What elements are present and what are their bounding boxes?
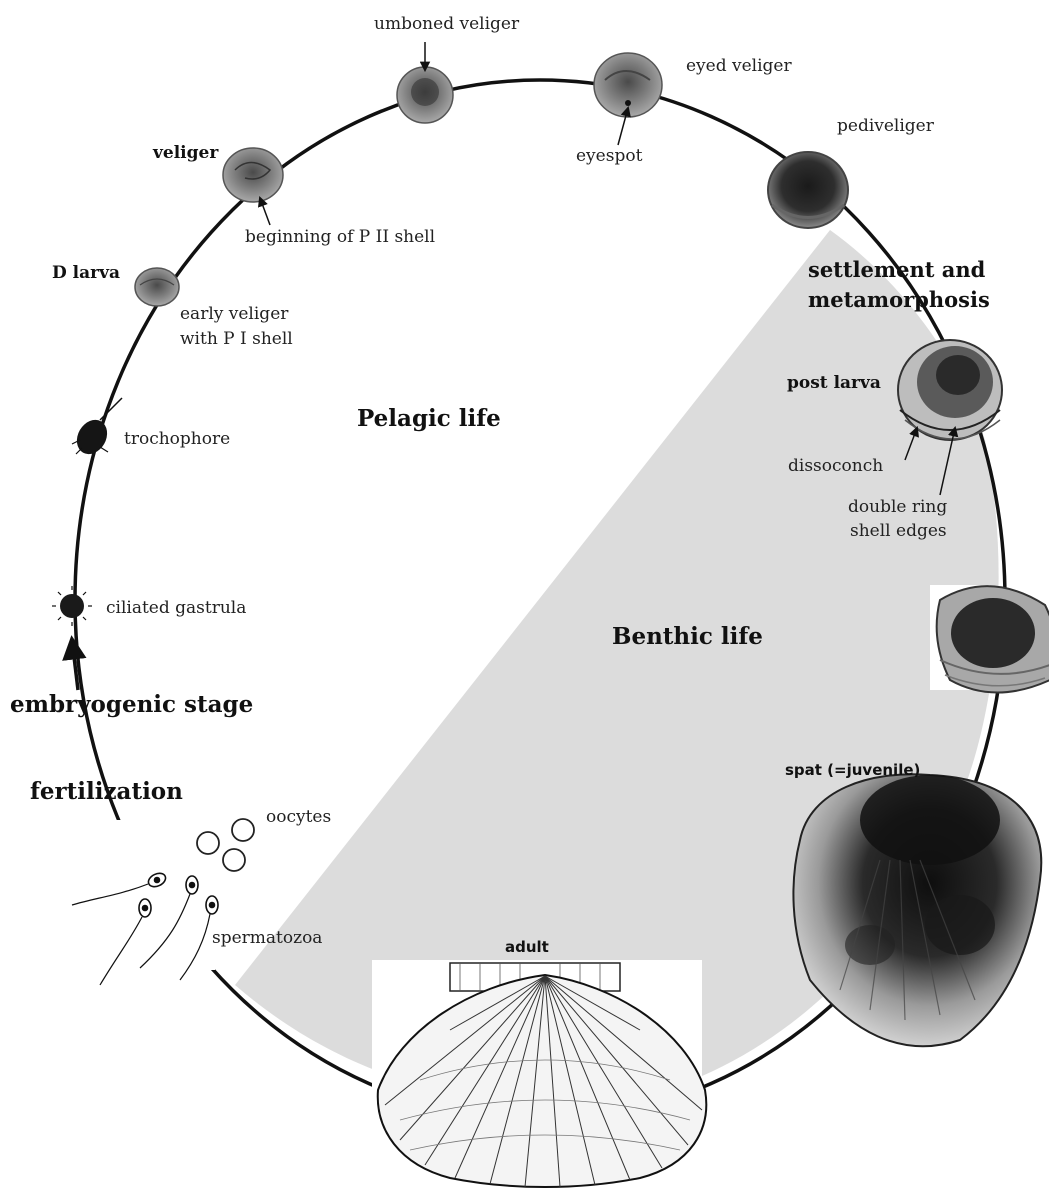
metamorphosis-label: metamorphosis xyxy=(808,286,990,313)
eyed-veliger-image xyxy=(594,53,662,117)
benthic-life-label: Benthic life xyxy=(612,622,763,652)
eyespot-label: eyespot xyxy=(576,145,642,168)
double-ring-label: double ring xyxy=(848,496,947,519)
beginning-p2-shell-label: beginning of P II shell xyxy=(245,226,435,249)
eyed-veliger-label: eyed veliger xyxy=(686,55,792,78)
spermatozoa-label: spermatozoa xyxy=(212,927,322,950)
juvenile-shell-image xyxy=(930,585,1049,693)
d-larva-image xyxy=(135,268,179,306)
pelagic-life-label: Pelagic life xyxy=(357,404,501,434)
post-larva-image xyxy=(898,340,1002,440)
umboned-veliger-image xyxy=(397,67,453,123)
pediveliger-image xyxy=(768,152,848,228)
fertilization-label: fertilization xyxy=(30,777,183,807)
veliger-image xyxy=(223,148,283,202)
pediveliger-label: pediveliger xyxy=(837,115,934,138)
embryogenic-stage-label: embryogenic stage xyxy=(10,690,253,720)
ciliated-gastrula-label: ciliated gastrula xyxy=(106,597,246,620)
ciliated-gastrula-image xyxy=(52,586,92,626)
post-larva-label: post larva xyxy=(787,372,881,395)
settlement-label: settlement and xyxy=(808,256,985,283)
d-larva-label: D larva xyxy=(52,262,120,285)
umboned-veliger-label: umboned veliger xyxy=(374,13,519,36)
early-veliger-label: early veliger xyxy=(180,303,288,326)
trochophore-image xyxy=(71,398,122,460)
adult-label: adult xyxy=(505,938,549,956)
p2-shell-pointer xyxy=(260,198,270,225)
spat-label: spat (=juvenile) xyxy=(785,761,920,779)
shell-edges-label: shell edges xyxy=(850,520,947,543)
dissoconch-label: dissoconch xyxy=(788,455,883,478)
p1-shell-label: with P I shell xyxy=(180,328,293,351)
veliger-label: veliger xyxy=(153,142,218,165)
oocytes-label: oocytes xyxy=(266,806,331,829)
trochophore-label: trochophore xyxy=(124,428,230,451)
